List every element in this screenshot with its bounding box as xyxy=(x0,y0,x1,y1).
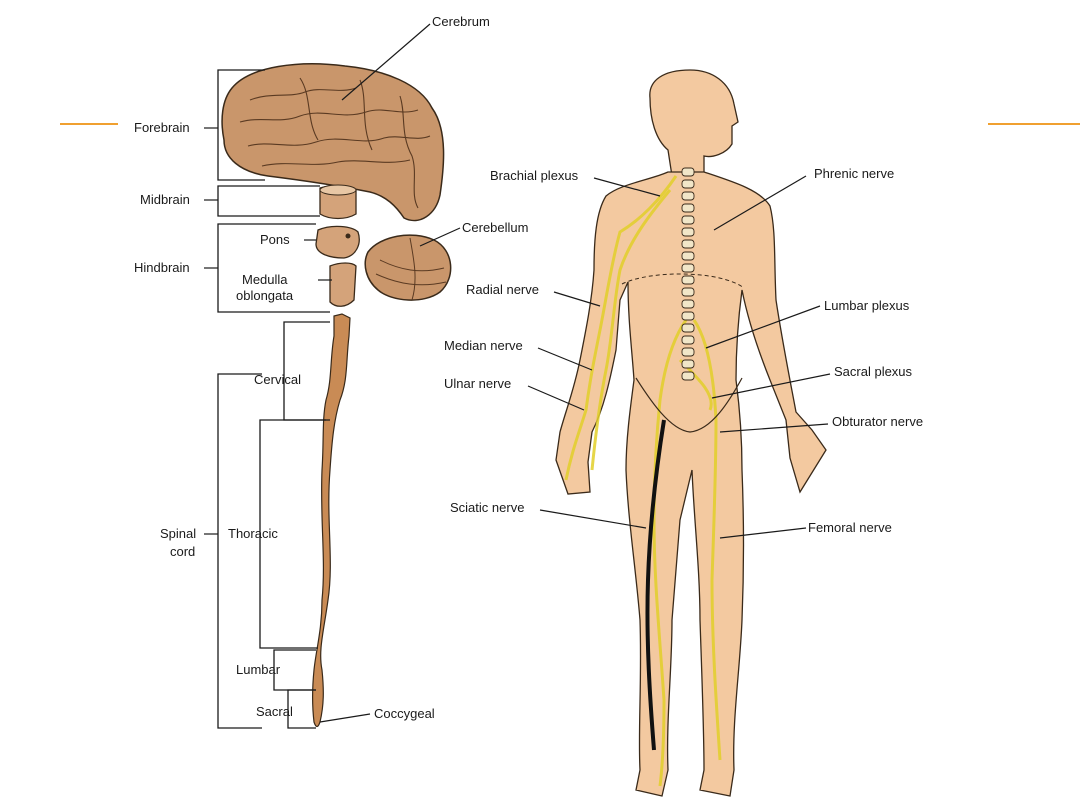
cerebrum-folds xyxy=(239,77,431,209)
brain-illustration xyxy=(221,63,452,307)
right-leader-lines xyxy=(527,175,831,539)
label-ulnar-nerve: Ulnar nerve xyxy=(444,376,511,391)
human-figure xyxy=(555,69,827,797)
label-femoral-nerve: Femoral nerve xyxy=(808,520,892,535)
spinal-cord-shape xyxy=(311,313,351,728)
head-shape xyxy=(649,69,739,177)
label-cervical: Cervical xyxy=(254,372,301,387)
label-thoracic: Thoracic xyxy=(228,526,278,541)
label-midbrain: Midbrain xyxy=(140,192,190,207)
label-cerebellum: Cerebellum xyxy=(462,220,528,235)
pons-shape xyxy=(315,225,360,259)
label-forebrain: Forebrain xyxy=(134,120,190,135)
body-shape xyxy=(555,171,827,797)
spinal-cord-illustration xyxy=(311,313,351,728)
nerve-paths xyxy=(564,167,745,787)
label-sciatic-nerve: Sciatic nerve xyxy=(450,500,524,515)
label-obturator-nerve: Obturator nerve xyxy=(832,414,923,429)
label-medulla-line2: oblongata xyxy=(236,288,294,303)
label-lumbar-plexus: Lumbar plexus xyxy=(824,298,910,313)
label-sacral-plexus: Sacral plexus xyxy=(834,364,913,379)
label-pons: Pons xyxy=(260,232,290,247)
label-sacral: Sacral xyxy=(256,704,293,719)
label-spinal-line2: cord xyxy=(170,544,195,559)
label-brachial-plexus: Brachial plexus xyxy=(490,168,579,183)
label-cerebrum: Cerebrum xyxy=(432,14,490,29)
label-lumbar: Lumbar xyxy=(236,662,281,677)
label-coccygeal: Coccygeal xyxy=(374,706,435,721)
label-radial-nerve: Radial nerve xyxy=(466,282,539,297)
cerebellum-shape xyxy=(364,234,452,301)
label-spinal-line1: Spinal xyxy=(160,526,196,541)
label-medulla-line1: Medulla xyxy=(242,272,288,287)
label-phrenic-nerve: Phrenic nerve xyxy=(814,166,894,181)
label-hindbrain: Hindbrain xyxy=(134,260,190,275)
medulla-shape xyxy=(329,262,357,307)
cerebrum-shape xyxy=(221,63,445,222)
label-median-nerve: Median nerve xyxy=(444,338,523,353)
bracket-lines xyxy=(204,23,461,729)
